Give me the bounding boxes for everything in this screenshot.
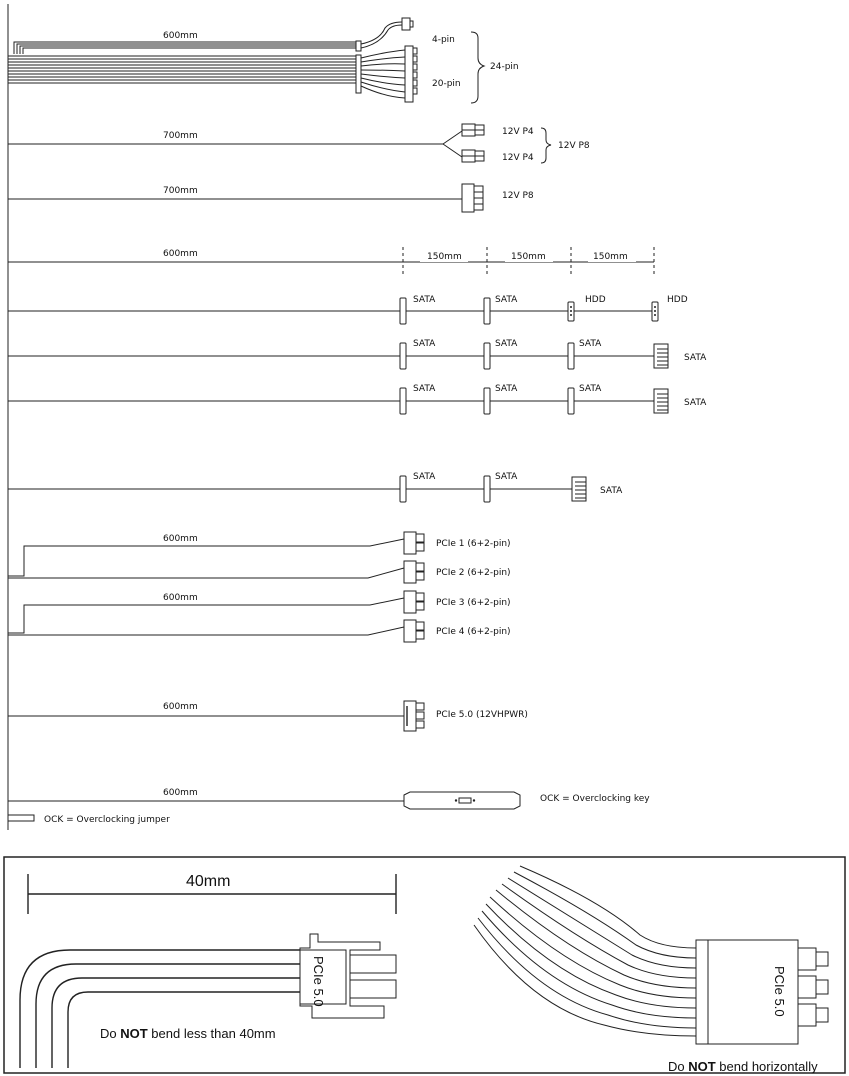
sata3-label-3: SATA — [579, 384, 602, 394]
atx-24pin-label: 24-pin — [490, 62, 519, 72]
sata-connector — [399, 297, 407, 325]
sata4-label-2: SATA — [495, 472, 518, 482]
sata1-label-2: SATA — [495, 295, 518, 305]
pcie-cable-a: 600mm PCIe 1 (6+2-pin) PCIe 2 (6+2-pin) — [8, 531, 511, 584]
sata-seg1-label: 150mm — [427, 252, 462, 262]
sata-seg2-label: 150mm — [511, 252, 546, 262]
cpu-p8-connector — [461, 183, 475, 213]
cpu-brace — [540, 127, 552, 164]
bend-dimension-label: 40mm — [186, 873, 230, 890]
ock-key-label: OCK = Overclocking key — [540, 794, 650, 804]
sata2-label-1: SATA — [413, 339, 436, 349]
atx-4pin-connector — [401, 17, 411, 31]
sata-cable-4: SATA SATA SATA — [8, 472, 623, 503]
pcie-4-label: PCIe 4 (6+2-pin) — [436, 627, 511, 637]
pcie5-cable: 600mm PCIe 5.0 (12VHPWR) — [8, 700, 528, 732]
sata2-label-4: SATA — [684, 353, 707, 363]
pcie-a-length-label: 600mm — [163, 534, 198, 544]
sata-end-connector — [653, 388, 669, 414]
sata-connector — [399, 387, 407, 415]
sata-connector — [399, 475, 407, 503]
sata4-label-1: SATA — [413, 472, 436, 482]
sata-connector — [483, 297, 491, 325]
ock-jumper-legend-swatch — [7, 814, 35, 822]
pcie-connector — [403, 560, 417, 584]
cpu-p4b-label: 12V P4 — [502, 153, 534, 163]
atx-sleeve-top — [355, 40, 362, 52]
cpu-p8-label-1: 12V P8 — [558, 141, 590, 151]
pcie-2-label: PCIe 2 (6+2-pin) — [436, 568, 511, 578]
pcie-connector — [403, 590, 417, 614]
atx-20pin-connector — [404, 45, 414, 103]
atx-cable: 600mm 4-pin — [8, 17, 519, 104]
sata-dimension: 600mm 150mm 150mm 150mm — [8, 247, 655, 277]
atx-4pin-label: 4-pin — [432, 35, 455, 45]
sata-end-connector — [653, 343, 669, 369]
sata-length-label: 600mm — [163, 249, 198, 259]
ock-cable: 600mm OCK = Overclocking key OCK = Overc… — [7, 788, 650, 825]
pcie-3-label: PCIe 3 (6+2-pin) — [436, 598, 511, 608]
sata-connector — [399, 342, 407, 370]
bend-right-connector-label: PCIe 5.0 — [772, 966, 787, 1017]
pcie-1-label: PCIe 1 (6+2-pin) — [436, 539, 511, 549]
sata-cable-3: SATA SATA SATA SATA — [8, 384, 707, 415]
atx-length-label: 600mm — [163, 31, 198, 41]
cpu-cable-p8: 700mm 12V P8 — [8, 183, 534, 213]
sata-connector — [567, 387, 575, 415]
sata2-label-3: SATA — [579, 339, 602, 349]
pcie-cable-b: 600mm PCIe 3 (6+2-pin) PCIe 4 (6+2-pin) — [8, 590, 511, 643]
bend-guidance-panel: 40mm PCIe 5.0 Do NOT bend less than 40mm — [3, 856, 846, 1074]
sata-connector — [567, 342, 575, 370]
cpu-cable-split: 700mm 12V P4 12V P4 12V P8 — [8, 123, 590, 164]
cpu2-length-label: 700mm — [163, 186, 198, 196]
pcie-connector — [403, 531, 417, 555]
pcie-connector — [403, 619, 417, 643]
bend-left-caption: Do NOT bend less than 40mm — [100, 1026, 276, 1041]
sata-cable-2: SATA SATA SATA SATA — [8, 339, 707, 370]
ock-jumper-label: OCK = Overclocking jumper — [44, 815, 170, 825]
sata3-label-1: SATA — [413, 384, 436, 394]
sata3-label-4: SATA — [684, 398, 707, 408]
pcie5-label: PCIe 5.0 (12VHPWR) — [436, 710, 528, 720]
sata1-label-1: SATA — [413, 295, 436, 305]
sata-seg3-label: 150mm — [593, 252, 628, 262]
sata1-label-4: HDD — [667, 295, 688, 305]
pcie5-connector-left: PCIe 5.0 — [299, 933, 397, 1019]
sata-connector — [483, 387, 491, 415]
sata-connector — [483, 342, 491, 370]
sata1-label-3: HDD — [585, 295, 606, 305]
pcie5-length-label: 600mm — [163, 702, 198, 712]
sata-connector — [483, 475, 491, 503]
atx-20pin-label: 20-pin — [432, 79, 461, 89]
cpu-p4a-label: 12V P4 — [502, 127, 534, 137]
pcie5-connector — [403, 700, 417, 732]
pcie-b-length-label: 600mm — [163, 593, 198, 603]
sata2-label-2: SATA — [495, 339, 518, 349]
sata-end-connector — [571, 476, 587, 502]
atx-sleeve-main — [355, 54, 362, 94]
pcie5-connector-right: PCIe 5.0 — [695, 939, 829, 1045]
bend-right-caption: Do NOT bend horizontally — [668, 1059, 818, 1074]
sata4-label-3: SATA — [600, 486, 623, 496]
ock-length-label: 600mm — [163, 788, 198, 798]
sata-cable-1: SATA SATA HDD HDD — [8, 295, 688, 325]
cpu-p8-label-2: 12V P8 — [502, 191, 534, 201]
atx-brace — [470, 31, 486, 104]
bend-left-connector-label: PCIe 5.0 — [311, 956, 326, 1007]
sata3-label-2: SATA — [495, 384, 518, 394]
cpu1-length-label: 700mm — [163, 131, 198, 141]
